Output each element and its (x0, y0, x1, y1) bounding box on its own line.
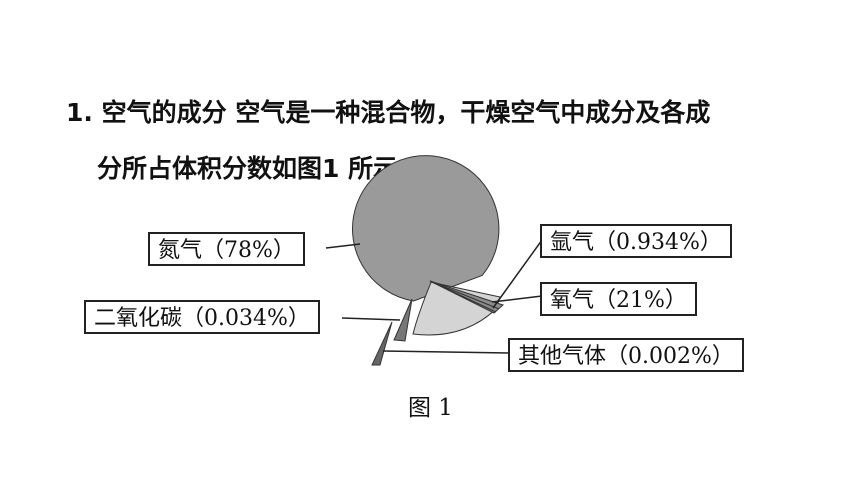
heading-line-1: 1. 空气的成分 空气是一种混合物，干燥空气中成分及各成 (66, 98, 710, 128)
heading-text: 空气的成分 空气是一种混合物，干燥空气中成分及各成 (92, 98, 711, 127)
pie-slice-carbon-dioxide (393, 298, 413, 342)
label-nitrogen: 氮气（78%） (148, 232, 305, 266)
label-carbon-dioxide: 二氧化碳（0.034%） (84, 300, 320, 334)
pie-slice-oxygen (412, 281, 501, 336)
label-other-gases: 其他气体（0.002%） (508, 338, 744, 372)
label-argon: 氩气（0.934%） (540, 224, 732, 258)
heading-line-2: 分所占体积分数如图1 所示： (97, 154, 424, 183)
leader-line-argon (492, 239, 543, 309)
figure-caption: 图 1 (408, 395, 453, 421)
leader-line-other-gases (382, 350, 511, 354)
leader-line-oxygen (491, 295, 543, 303)
pie-slice-nitrogen (352, 155, 500, 302)
label-oxygen: 氧气（21%） (540, 282, 697, 316)
leader-line-carbon-dioxide (341, 317, 401, 321)
slice-divider-lines (429, 280, 500, 313)
item-number: 1. (66, 98, 93, 127)
pie-slice-other-gases (371, 321, 393, 366)
leader-line-nitrogen (325, 243, 361, 249)
